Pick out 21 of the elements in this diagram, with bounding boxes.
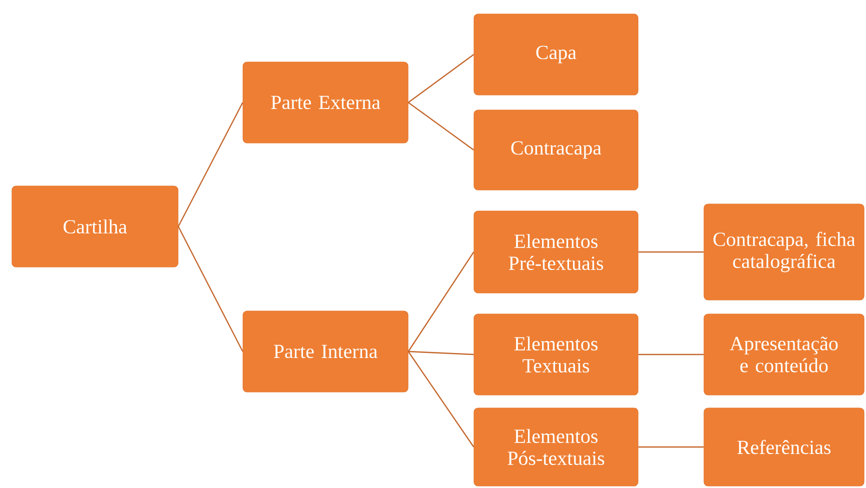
connector-line xyxy=(408,54,474,103)
connector-line xyxy=(408,350,474,356)
process-box: Apresentação e conteúdo xyxy=(704,314,864,396)
process-box: Referências xyxy=(704,408,864,486)
process-box: Elementos Textuais xyxy=(474,314,638,396)
connector-line xyxy=(408,351,474,448)
connector-line xyxy=(178,226,244,352)
connector-line xyxy=(408,102,474,150)
process-box: Parte Interna xyxy=(242,310,408,392)
connector-line xyxy=(638,354,704,356)
process-box: Elementos Pós-textuais xyxy=(474,408,638,486)
process-box: Contracapa, ficha catalográfica xyxy=(704,204,864,300)
process-box: Contracapa xyxy=(474,110,638,190)
connector-line xyxy=(178,102,244,227)
process-box: Elementos Pré-textuais xyxy=(474,210,638,294)
process-box: Parte Externa xyxy=(242,62,408,144)
process-box: Capa xyxy=(474,14,638,96)
process-box: Cartilha xyxy=(12,186,178,268)
connector-line xyxy=(638,446,704,448)
connector-line xyxy=(638,251,704,253)
connector-line xyxy=(408,252,474,352)
